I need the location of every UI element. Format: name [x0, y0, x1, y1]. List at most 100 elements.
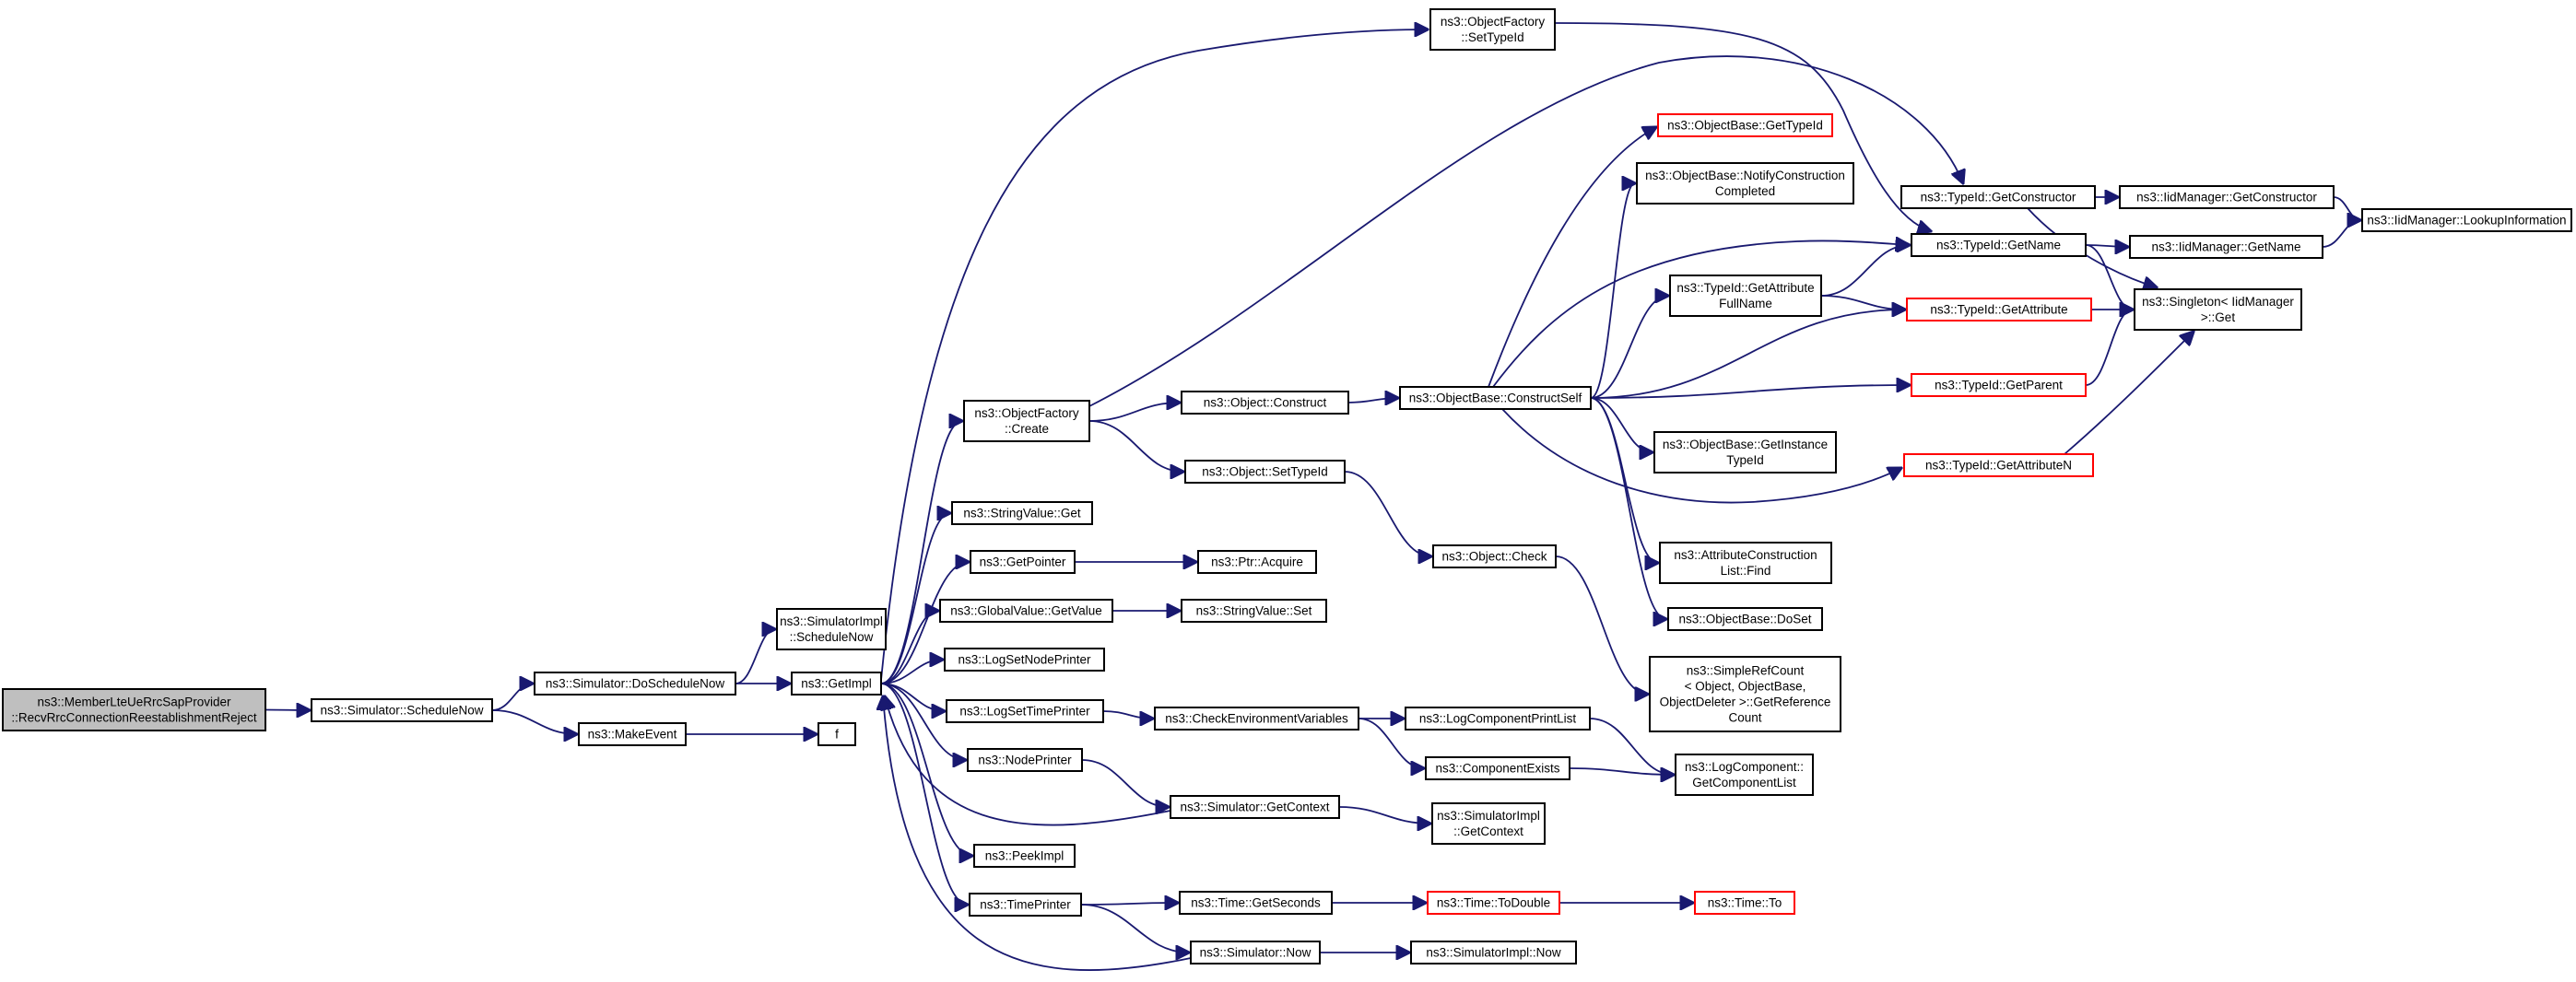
node-label: List::Find: [1721, 564, 1771, 578]
node-typeid-getname[interactable]: ns3::TypeId::GetName: [1911, 233, 2087, 257]
node-time-to[interactable]: ns3::Time::To: [1694, 891, 1795, 915]
edge-object-check-to-simplerefcount: [1555, 555, 1648, 695]
node-simplerefcount[interactable]: ns3::SimpleRefCount< Object, ObjectBase,…: [1649, 656, 1841, 732]
node-object-check[interactable]: ns3::Object::Check: [1432, 544, 1557, 568]
node-box: [534, 672, 736, 696]
edge-objfactory-create-to-typeid-getconstructor: [1088, 55, 1963, 407]
edge-componentexists-to-logcomponent-getlist: [1569, 768, 1674, 775]
node-ptr-acquire[interactable]: ns3::Ptr::Acquire: [1197, 550, 1317, 574]
node-box: [2361, 208, 2572, 232]
node-label: ns3::StringValue::Set: [1196, 604, 1312, 618]
node-box: [1694, 891, 1795, 915]
node-label: ns3::Object::Check: [1441, 550, 1547, 564]
node-box: [946, 699, 1104, 723]
node-label: ns3::TypeId::GetAttribute: [1930, 303, 2067, 317]
node-box: [1900, 185, 2096, 209]
node-time-todouble[interactable]: ns3::Time::ToDouble: [1427, 891, 1560, 915]
node-label: ns3::LogSetNodePrinter: [958, 653, 1091, 667]
node-getpointer[interactable]: ns3::GetPointer: [970, 550, 1076, 574]
node-sim-schedulenow[interactable]: ns3::Simulator::ScheduleNow: [311, 698, 493, 722]
node-makeevent[interactable]: ns3::MakeEvent: [578, 722, 687, 746]
node-simimpl-schedulenow[interactable]: ns3::SimulatorImpl::ScheduleNow: [776, 608, 887, 650]
node-box: [1170, 795, 1340, 819]
node-label: ns3::StringValue::Get: [963, 507, 1081, 520]
edge-timeprinter-to-time-getseconds: [1080, 903, 1178, 905]
node-root[interactable]: ns3::MemberLteUeRrcSapProvider::RecvRrcC…: [2, 688, 266, 731]
node-box: [1399, 386, 1592, 410]
node-simimpl-getcontext[interactable]: ns3::SimulatorImpl::GetContext: [1431, 802, 1546, 845]
node-label: ns3::IidManager::LookupInformation: [2367, 214, 2566, 228]
node-getimpl[interactable]: ns3::GetImpl: [791, 672, 882, 696]
node-singleton-get[interactable]: ns3::Singleton< IidManager>::Get: [2134, 288, 2302, 331]
node-typeid-getparent[interactable]: ns3::TypeId::GetParent: [1911, 373, 2087, 397]
edge-typeid-getattrfullname-to-typeid-getattribute: [1820, 295, 1905, 310]
node-label: ns3::NodePrinter: [978, 754, 1072, 767]
node-typeid-getattributen[interactable]: ns3::TypeId::GetAttributeN: [1903, 453, 2094, 477]
edge-objbase-constructself-to-objbase-doset: [1590, 397, 1666, 619]
node-stringvalue-get[interactable]: ns3::StringValue::Get: [951, 501, 1093, 525]
node-label: ns3::ObjectBase::GetTypeId: [1667, 119, 1823, 133]
node-peekimpl[interactable]: ns3::PeekImpl: [973, 844, 1076, 868]
node-nodeprinter[interactable]: ns3::NodePrinter: [967, 748, 1083, 772]
node-iidmanager-getname[interactable]: ns3::IidManager::GetName: [2129, 235, 2323, 259]
node-componentexists[interactable]: ns3::ComponentExists: [1425, 756, 1570, 780]
node-label: ns3::PeekImpl: [985, 849, 1065, 863]
node-objbase-constructself[interactable]: ns3::ObjectBase::ConstructSelf: [1399, 386, 1592, 410]
node-box: [969, 893, 1082, 917]
node-iidmanager-lookupinfo[interactable]: ns3::IidManager::LookupInformation: [2361, 208, 2572, 232]
node-objbase-notify[interactable]: ns3::ObjectBase::NotifyConstructionCompl…: [1636, 162, 1854, 205]
node-f[interactable]: f: [817, 722, 856, 746]
node-box: [1181, 599, 1327, 623]
node-sim-now[interactable]: ns3::Simulator::Now: [1190, 941, 1321, 964]
node-checkenvvars[interactable]: ns3::CheckEnvironmentVariables: [1154, 707, 1359, 731]
node-label: ns3::LogSetTimePrinter: [959, 705, 1090, 719]
node-label: TypeId: [1726, 453, 1764, 467]
node-stringvalue-set[interactable]: ns3::StringValue::Set: [1181, 599, 1327, 623]
node-label: ns3::Simulator::DoScheduleNow: [546, 677, 725, 691]
node-label: ns3::SimulatorImpl: [1437, 809, 1540, 823]
node-sim-doschedulenow[interactable]: ns3::Simulator::DoScheduleNow: [534, 672, 736, 696]
node-box: [2129, 235, 2323, 259]
edge-getimpl-to-nodeprinter: [880, 683, 966, 760]
edge-root-to-sim-schedulenow: [265, 710, 310, 711]
node-sim-getcontext[interactable]: ns3::Simulator::GetContext: [1170, 795, 1340, 819]
node-logsetnodeprinter[interactable]: ns3::LogSetNodePrinter: [944, 648, 1105, 672]
node-label: ns3::GetPointer: [980, 555, 1066, 569]
node-box: [1911, 233, 2087, 257]
node-iidmanager-getconstructor[interactable]: ns3::IidManager::GetConstructor: [2119, 185, 2335, 209]
node-logcomponent-getlist[interactable]: ns3::LogComponent::GetComponentList: [1675, 754, 1814, 796]
node-simimpl-now[interactable]: ns3::SimulatorImpl::Now: [1410, 941, 1577, 964]
node-box: [1659, 542, 1832, 584]
edge-sim-getcontext-to-getimpl: [885, 696, 1171, 826]
node-label: ns3::TypeId::GetAttribute: [1676, 281, 1814, 295]
node-label: ns3::Simulator::ScheduleNow: [320, 704, 483, 718]
node-label: ns3::IidManager::GetConstructor: [2136, 191, 2317, 205]
node-label: ns3::Ptr::Acquire: [1211, 555, 1303, 569]
node-objbase-doset[interactable]: ns3::ObjectBase::DoSet: [1667, 607, 1823, 631]
node-object-settypeid[interactable]: ns3::Object::SetTypeId: [1184, 460, 1346, 484]
node-objbase-gettypeid[interactable]: ns3::ObjectBase::GetTypeId: [1657, 113, 1833, 137]
node-logcomponentprintlist[interactable]: ns3::LogComponentPrintList: [1405, 707, 1591, 731]
node-typeid-getattribute[interactable]: ns3::TypeId::GetAttribute: [1906, 298, 2092, 321]
edge-getimpl-to-stringvalue-get: [880, 513, 950, 684]
node-globalvalue-getvalue[interactable]: ns3::GlobalValue::GetValue: [939, 599, 1113, 623]
node-objfactory-settypeid[interactable]: ns3::ObjectFactory::SetTypeId: [1429, 8, 1556, 51]
edge-objbase-constructself-to-typeid-getparent: [1590, 385, 1910, 399]
node-box: [970, 550, 1076, 574]
node-label: ns3::Simulator::Now: [1200, 946, 1312, 960]
node-timeprinter[interactable]: ns3::TimePrinter: [969, 893, 1082, 917]
node-time-getseconds[interactable]: ns3::Time::GetSeconds: [1179, 891, 1333, 915]
node-objfactory-create[interactable]: ns3::ObjectFactory::Create: [963, 400, 1090, 442]
node-logsettimeprinter[interactable]: ns3::LogSetTimePrinter: [946, 699, 1104, 723]
edge-objfactory-create-to-object-settypeid: [1088, 420, 1183, 472]
node-box: [1154, 707, 1359, 731]
node-typeid-getconstructor[interactable]: ns3::TypeId::GetConstructor: [1900, 185, 2096, 209]
node-label: ::RecvRrcConnectionReestablishmentReject: [11, 711, 257, 725]
node-object-construct[interactable]: ns3::Object::Construct: [1181, 391, 1349, 415]
edge-nodeprinter-to-sim-getcontext: [1081, 759, 1169, 807]
node-box: [973, 844, 1076, 868]
